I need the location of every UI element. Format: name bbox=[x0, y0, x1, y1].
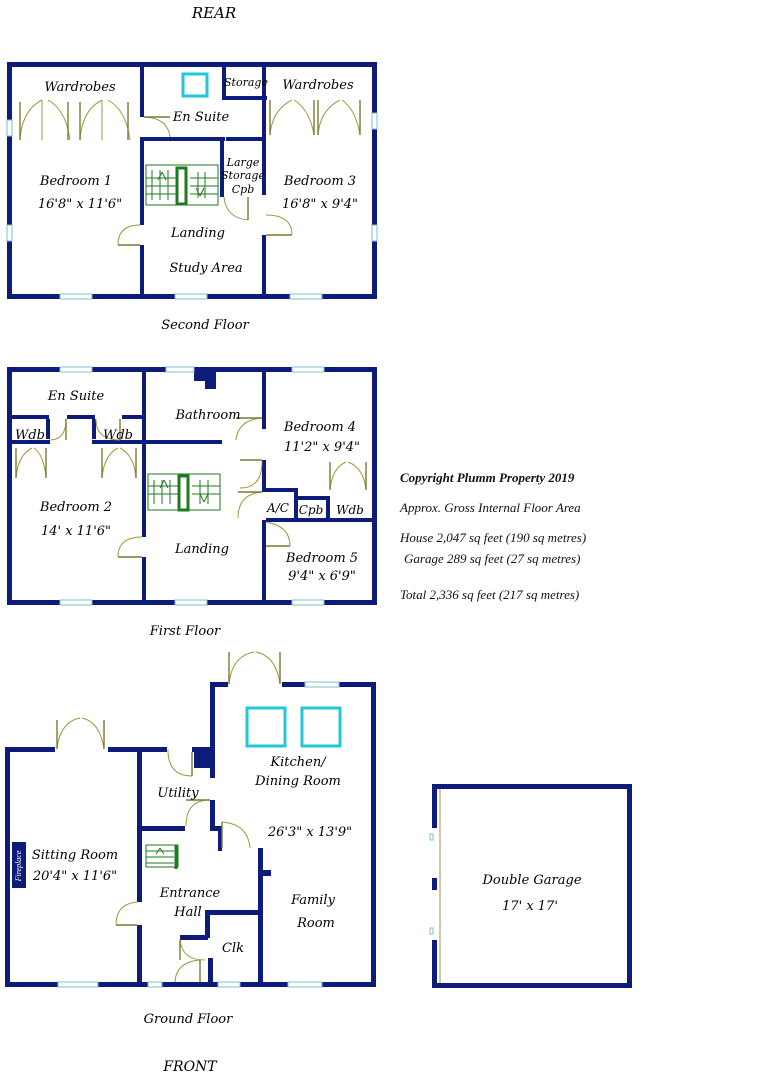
bedroom-5-size: 9'4" x 6'9" bbox=[288, 569, 356, 584]
bedroom-3-size: 16'8" x 9'4" bbox=[282, 197, 358, 212]
en-suite-label: En Suite bbox=[47, 389, 105, 404]
area-heading: Approx. Gross Internal Floor Area bbox=[400, 500, 581, 515]
skylight-icon bbox=[300, 706, 342, 748]
bedroom-4-label: Bedroom 4 bbox=[283, 420, 356, 435]
second-floor-title: Second Floor bbox=[161, 318, 249, 333]
double-garage-label: Double Garage bbox=[481, 873, 581, 888]
ground-floor: Fireplace bbox=[5, 651, 376, 1075]
ground-floor-title: Ground Floor bbox=[144, 1012, 233, 1027]
bedroom-2-label: Bedroom 2 bbox=[39, 500, 112, 515]
large-storage-label: Storage bbox=[221, 169, 265, 182]
entrance-hall-label: Entrance bbox=[159, 886, 221, 901]
copyright-text: Copyright Plumm Property 2019 bbox=[400, 470, 575, 485]
ac-label: A/C bbox=[266, 501, 289, 515]
kitchen-label: Kitchen/ bbox=[269, 755, 327, 770]
fireplace-label: Fireplace bbox=[14, 850, 23, 882]
en-suite-label: En Suite bbox=[172, 110, 230, 125]
family-room-label: Family bbox=[290, 893, 336, 908]
skylight-icon bbox=[245, 706, 287, 748]
wdb-label: Wdb bbox=[15, 428, 45, 443]
house-area: House 2,047 sq feet (190 sq metres) bbox=[400, 530, 587, 545]
bedroom-4-size: 11'2" x 9'4" bbox=[284, 440, 360, 455]
utility-label: Utility bbox=[157, 786, 199, 801]
landing-label: Landing bbox=[170, 226, 225, 241]
sitting-room-label: Sitting Room bbox=[32, 848, 118, 863]
dining-room-label: Dining Room bbox=[254, 774, 341, 789]
bedroom-1-label: Bedroom 1 bbox=[39, 174, 112, 189]
storage-label: Storage bbox=[224, 76, 268, 89]
staircase-icon bbox=[145, 164, 219, 206]
wdb-label: Wdb bbox=[103, 428, 133, 443]
first-floor-title: First Floor bbox=[149, 624, 221, 639]
cloakroom-label: Clk bbox=[222, 941, 244, 956]
entrance-hall-label: Hall bbox=[173, 905, 201, 920]
double-garage-size: 17' x 17' bbox=[502, 899, 558, 914]
skylight-icon bbox=[181, 72, 209, 98]
bedroom-2-size: 14' x 11'6" bbox=[41, 524, 111, 539]
large-storage-label: Large bbox=[226, 156, 260, 169]
first-floor: En Suite Wdb Wdb Bathroom Bedroom 4 11'2… bbox=[7, 366, 377, 639]
bedroom-5-label: Bedroom 5 bbox=[285, 551, 358, 566]
staircase-icon bbox=[145, 844, 179, 869]
family-room-label: Room bbox=[296, 916, 335, 931]
cpb-label: Cpb bbox=[299, 503, 324, 517]
kitchen-size: 26'3" x 13'9" bbox=[267, 825, 352, 840]
rear-heading: REAR bbox=[191, 4, 236, 22]
bathroom-label: Bathroom bbox=[174, 408, 240, 423]
large-storage-label: Cpb bbox=[232, 183, 255, 196]
wdb-label: Wdb bbox=[336, 503, 364, 517]
garage: Double Garage 17' x 17' bbox=[429, 784, 632, 988]
bedroom-1-size: 16'8" x 11'6" bbox=[38, 197, 122, 212]
garage-area: Garage 289 sq feet (27 sq metres) bbox=[404, 551, 581, 566]
study-area-label: Study Area bbox=[169, 261, 242, 276]
total-area: Total 2,336 sq feet (217 sq metres) bbox=[400, 587, 580, 602]
staircase-icon bbox=[147, 473, 221, 512]
landing-label: Landing bbox=[174, 542, 229, 557]
bedroom-3-label: Bedroom 3 bbox=[283, 174, 356, 189]
sitting-room-size: 20'4" x 11'6" bbox=[32, 869, 117, 884]
front-heading: FRONT bbox=[162, 1059, 218, 1075]
wardrobes-label: Wardrobes bbox=[44, 80, 116, 95]
second-floor: REAR Wardrobes En Suite Storage Wardrobe… bbox=[6, 4, 378, 333]
wardrobes-label: Wardrobes bbox=[282, 78, 354, 93]
